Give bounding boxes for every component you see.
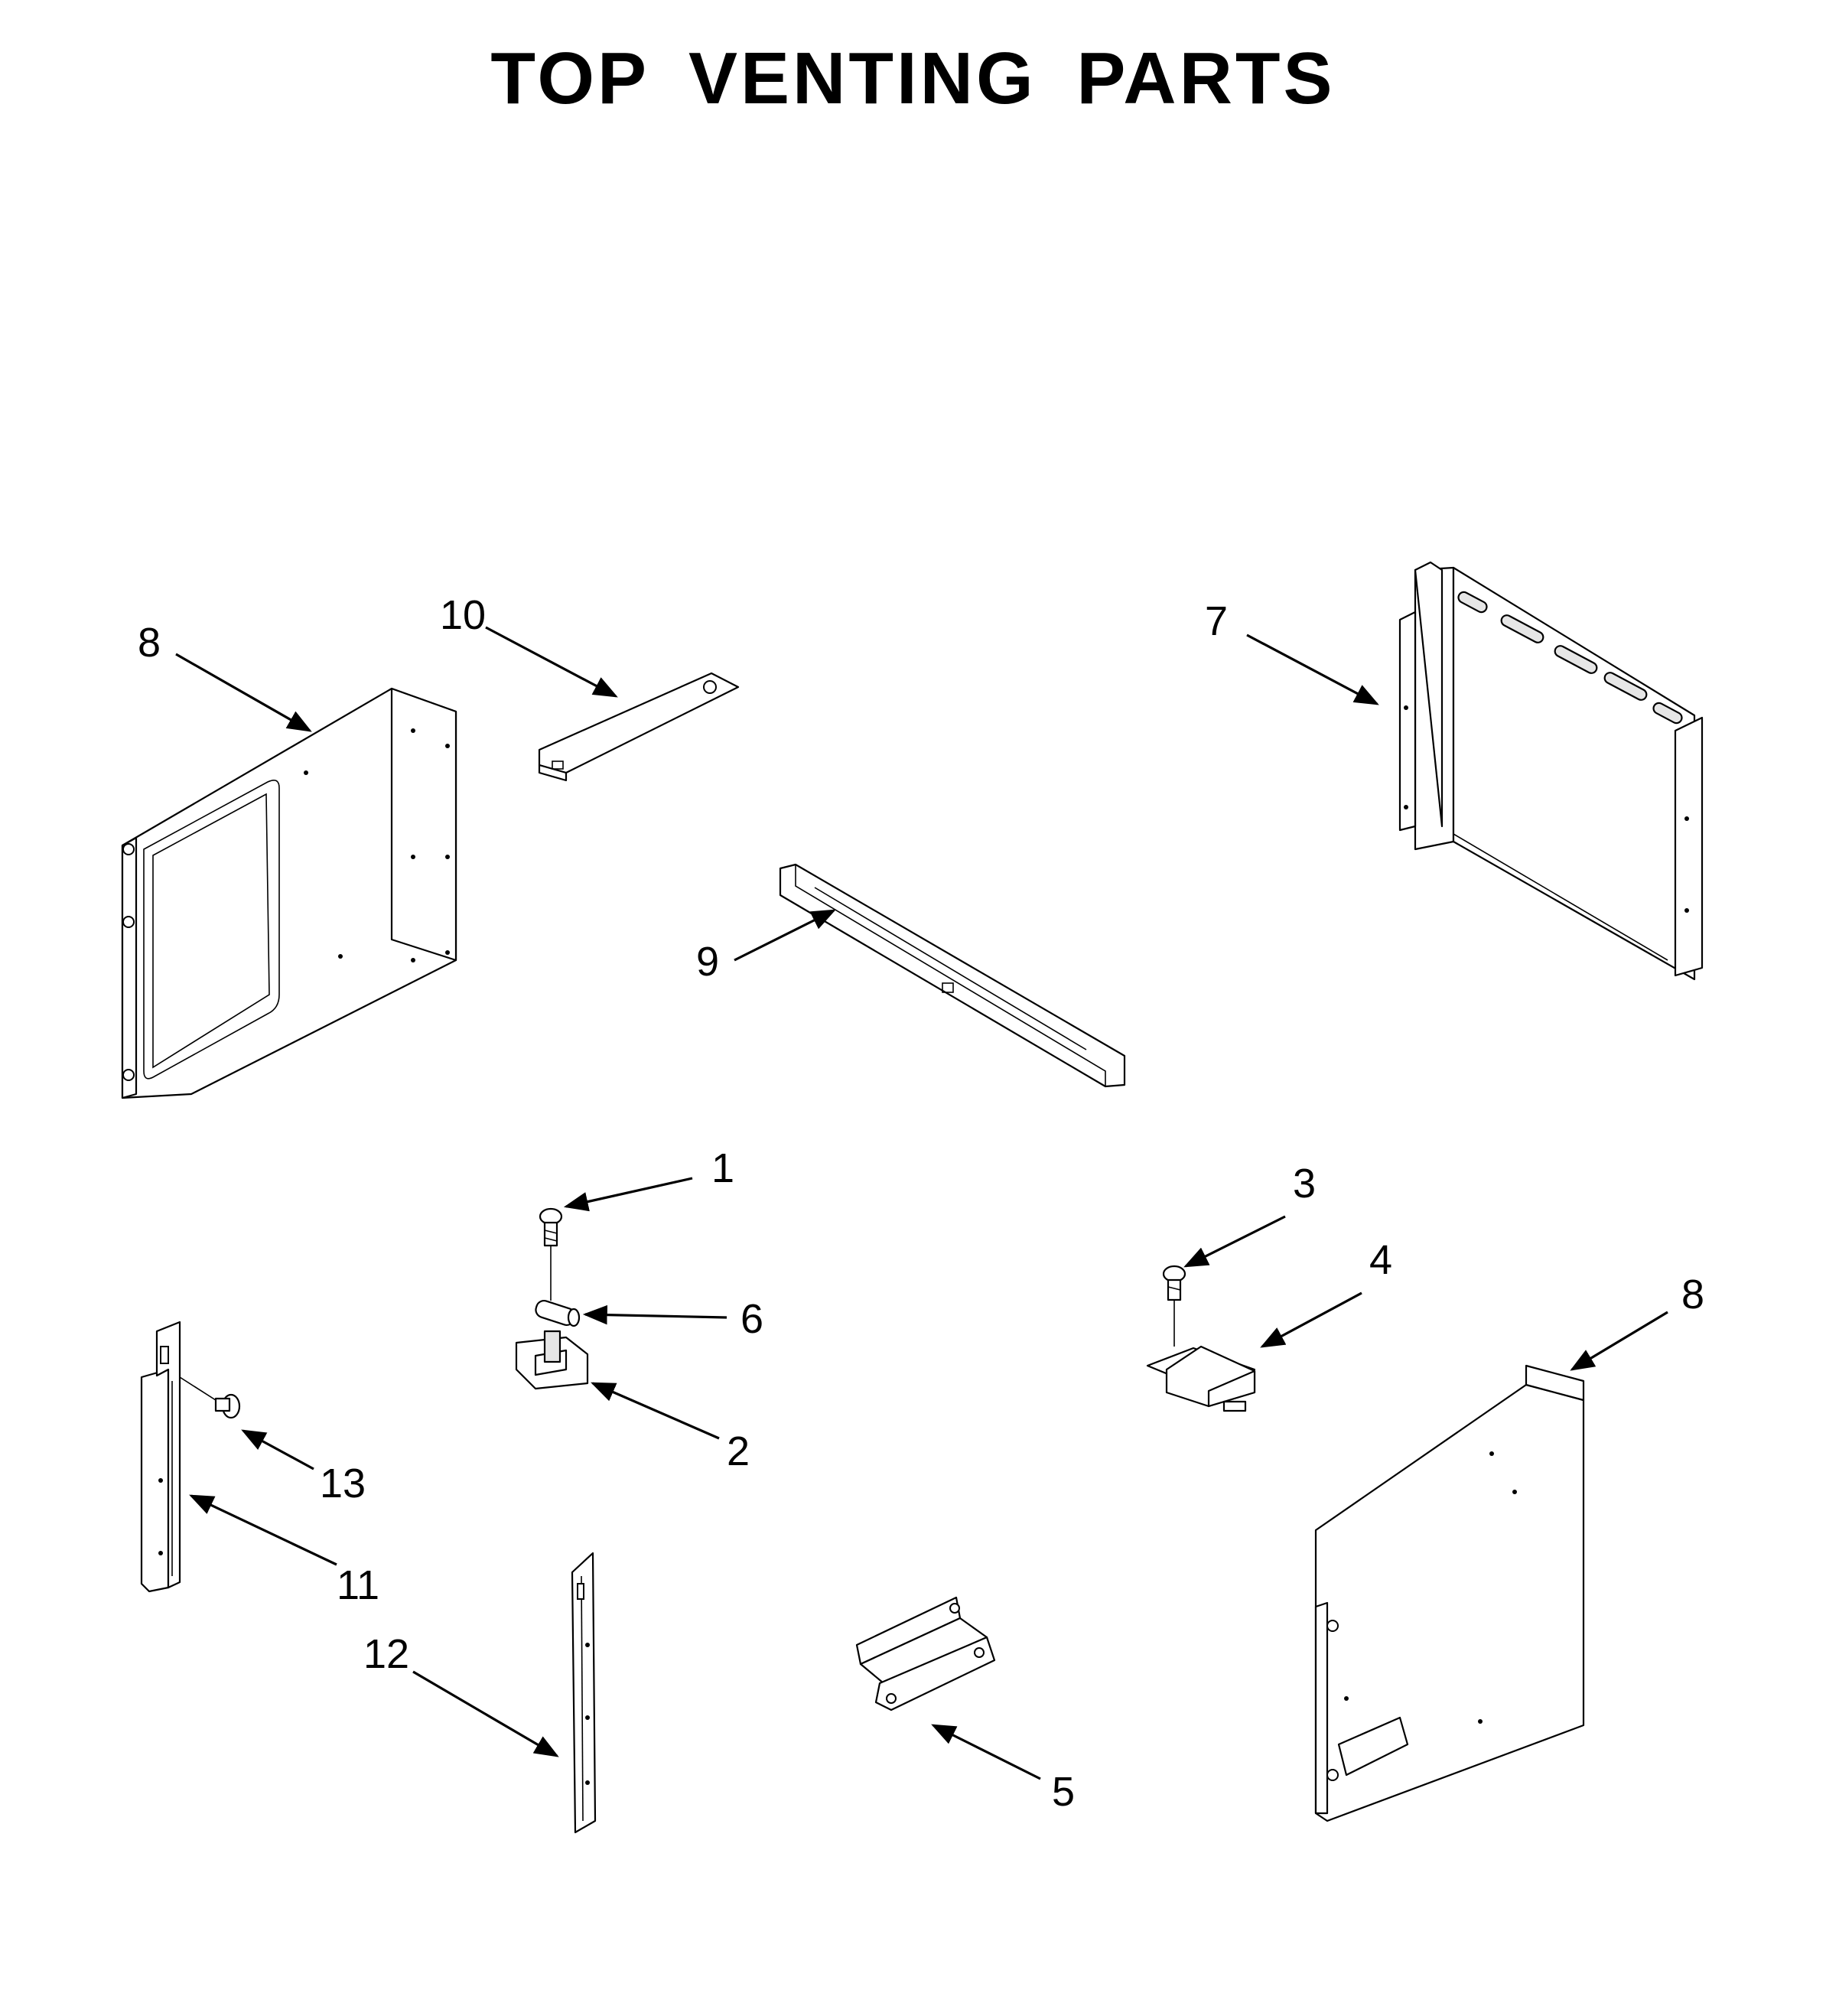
callout-1: 1 [711,1145,734,1191]
leader-lines [175,626,1668,1780]
screw-3[interactable] [1162,1265,1186,1347]
mounting-bracket[interactable] [855,1596,996,1711]
leader-1 [563,1177,693,1212]
trim-strip[interactable] [571,1552,597,1834]
callout-7: 7 [1205,598,1228,644]
vent-strap[interactable] [538,672,740,782]
diagram-title: TOP VENTING PARTS [490,37,1336,119]
leader-2 [591,1382,720,1440]
vent-duct-assembly[interactable] [1398,561,1704,981]
callout-13: 13 [320,1461,366,1506]
leader-3 [1183,1215,1286,1268]
callout-3: 3 [1293,1161,1316,1207]
leader-11 [189,1494,337,1566]
callout-8-left: 8 [138,620,161,666]
callout-9: 9 [696,939,719,985]
leader-10 [485,626,618,698]
callout-11: 11 [337,1562,379,1608]
leader-5 [931,1724,1041,1780]
callout-labels: 8 10 7 9 1 6 2 3 4 8 13 11 12 5 [138,592,1704,1815]
leader-7 [1246,633,1379,705]
thermal-fuse[interactable] [534,1299,581,1327]
leader-12 [412,1670,559,1757]
leader-6 [582,1304,727,1325]
vent-rail[interactable] [779,863,1126,1088]
side-panel-right[interactable] [1314,1364,1585,1822]
leader-4 [1260,1291,1362,1348]
callout-2: 2 [727,1428,750,1474]
callout-4: 4 [1369,1237,1392,1283]
callout-10: 10 [440,592,486,638]
leader-13 [241,1429,314,1470]
callout-6: 6 [740,1296,763,1342]
side-panel-left[interactable] [121,687,457,1099]
screw-13[interactable] [179,1376,241,1419]
callout-8-right: 8 [1681,1272,1704,1317]
leader-8a [175,653,312,732]
screw-1[interactable] [539,1207,563,1301]
fuse-holder[interactable] [515,1330,589,1390]
side-rail[interactable] [140,1321,181,1593]
callout-5: 5 [1052,1769,1075,1815]
leader-9 [734,909,836,962]
callout-12: 12 [363,1631,409,1677]
leader-8b [1570,1311,1668,1371]
switch-bracket[interactable] [1146,1345,1256,1412]
